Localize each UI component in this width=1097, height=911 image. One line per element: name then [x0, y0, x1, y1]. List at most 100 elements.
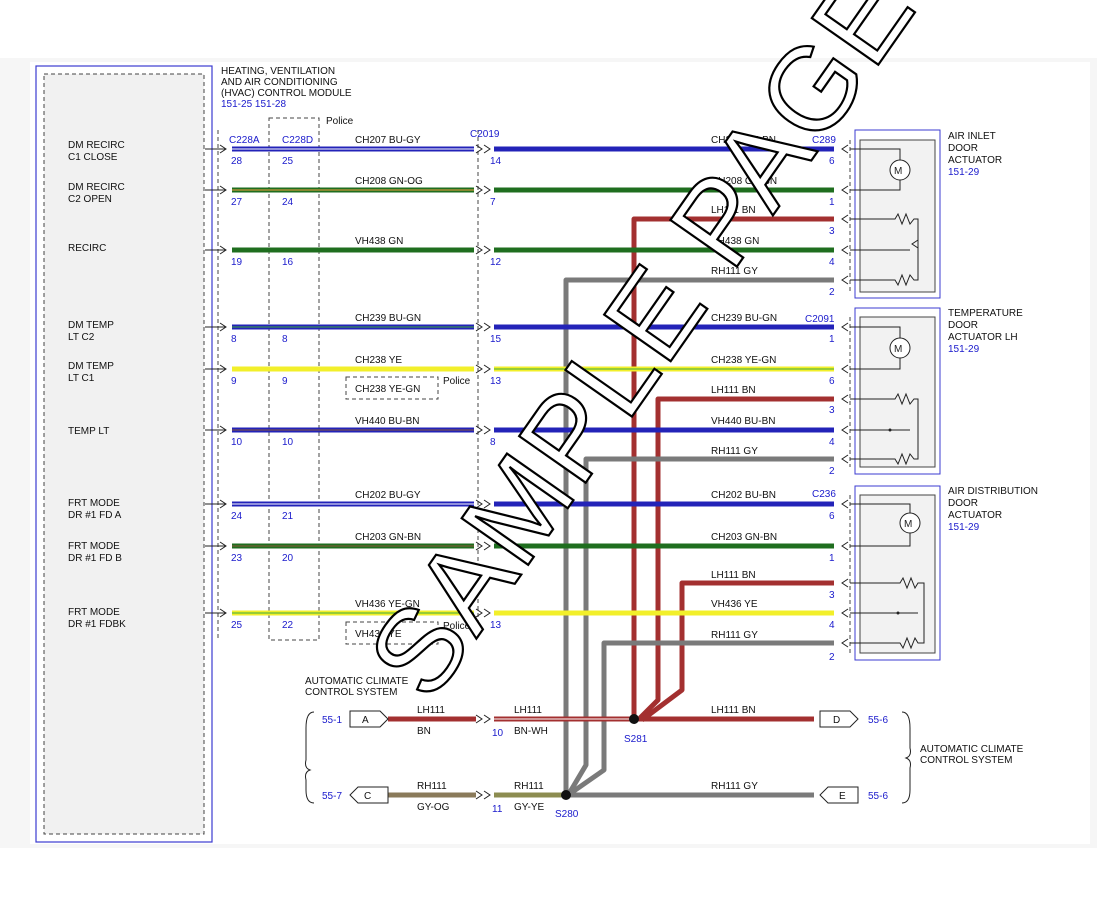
- connector-c2019: C2019: [470, 129, 500, 140]
- svg-text:RH111 GY: RH111 GY: [711, 630, 758, 641]
- svg-text:(HVAC) CONTROL MODULE: (HVAC) CONTROL MODULE: [221, 88, 352, 99]
- svg-text:25: 25: [231, 620, 243, 631]
- tag-e: [819, 786, 859, 804]
- svg-text:6: 6: [829, 511, 835, 522]
- svg-text:4: 4: [829, 620, 835, 631]
- svg-text:DOOR: DOOR: [948, 498, 978, 509]
- svg-text:VH436 YE-GN: VH436 YE-GN: [355, 599, 420, 610]
- svg-text:CH208 GN-BN: CH208 GN-BN: [711, 176, 777, 187]
- c228d-police-box: [268, 117, 320, 641]
- svg-text:6: 6: [829, 156, 835, 167]
- svg-text:22: 22: [282, 620, 294, 631]
- svg-text:DOOR: DOOR: [948, 320, 978, 331]
- svg-text:C: C: [364, 791, 371, 802]
- svg-text:CH238 YE: CH238 YE: [355, 355, 402, 366]
- svg-text:10: 10: [492, 728, 504, 739]
- svg-text:9: 9: [231, 376, 237, 387]
- svg-text:AIR DISTRIBUTION: AIR DISTRIBUTION: [948, 486, 1038, 497]
- svg-text:21: 21: [282, 511, 294, 522]
- svg-text:24: 24: [282, 197, 294, 208]
- svg-text:19: 19: [231, 257, 243, 268]
- rh111-feed-1: [563, 277, 834, 794]
- tag-d: [819, 710, 859, 728]
- svg-text:28: 28: [231, 156, 243, 167]
- svg-text:1: 1: [829, 334, 835, 345]
- connector-c228d: C228D: [282, 135, 313, 146]
- svg-text:2: 2: [490, 511, 496, 522]
- svg-text:VH436 YE: VH436 YE: [355, 629, 402, 640]
- svg-text:E: E: [839, 791, 846, 802]
- svg-text:27: 27: [231, 197, 243, 208]
- svg-text:16: 16: [282, 257, 294, 268]
- svg-text:10: 10: [282, 437, 294, 448]
- svg-text:DM RECIRC: DM RECIRC: [68, 140, 125, 151]
- svg-text:C1 CLOSE: C1 CLOSE: [68, 152, 118, 163]
- svg-text:55-6: 55-6: [868, 791, 888, 802]
- svg-text:CH202 BU-BN: CH202 BU-BN: [711, 490, 776, 501]
- pin-numbers-c2019: 14 7 12 15 13 8 2 13: [490, 156, 502, 631]
- svg-text:M: M: [904, 519, 912, 530]
- svg-text:151-29: 151-29: [948, 344, 980, 355]
- svg-text:FRT MODE: FRT MODE: [68, 607, 120, 618]
- svg-text:AND AIR CONDITIONING: AND AIR CONDITIONING: [221, 77, 338, 88]
- svg-text:4: 4: [829, 437, 835, 448]
- svg-text:10: 10: [231, 437, 243, 448]
- connector-c236: C236: [812, 489, 836, 500]
- module-title: HEATING, VENTILATION AND AIR CONDITIONIN…: [221, 66, 352, 110]
- svg-text:TEMP LT: TEMP LT: [68, 426, 109, 437]
- svg-text:GY-YE: GY-YE: [514, 802, 545, 813]
- svg-text:RH111 GY: RH111 GY: [711, 446, 758, 457]
- svg-text:VH438 GN: VH438 GN: [711, 236, 759, 247]
- temperature-actuator-lh: M TEMPERATURE DOOR ACTUATOR LH 151-29: [849, 307, 1023, 475]
- wires-left-segment: [232, 146, 474, 616]
- svg-text:1: 1: [829, 553, 835, 564]
- hvac-module-box: [35, 65, 213, 843]
- svg-text:BN: BN: [417, 726, 431, 737]
- svg-text:CONTROL SYSTEM: CONTROL SYSTEM: [920, 755, 1012, 766]
- air-distribution-actuator: M AIR DISTRIBUTION DOOR ACTUATOR 151-29: [849, 485, 1038, 661]
- svg-text:DR #1 FDBK: DR #1 FDBK: [68, 619, 126, 630]
- tag-a: [349, 710, 389, 728]
- svg-text:BN-WH: BN-WH: [514, 726, 548, 737]
- svg-text:CH202 BU-GY: CH202 BU-GY: [355, 490, 421, 501]
- svg-text:RH111: RH111: [417, 781, 447, 792]
- wire-labels-right: CH207 BU-BN CH208 GN-BN LH111 BN VH438 G…: [711, 135, 777, 641]
- svg-text:8: 8: [231, 334, 237, 345]
- svg-text:CH239 BU-GN: CH239 BU-GN: [355, 313, 421, 324]
- svg-text:HEATING, VENTILATION: HEATING, VENTILATION: [221, 66, 335, 77]
- svg-text:A: A: [362, 715, 369, 726]
- svg-text:6: 6: [829, 376, 835, 387]
- svg-text:CH238 YE-GN: CH238 YE-GN: [711, 355, 776, 366]
- svg-text:DR #1 FD B: DR #1 FD B: [68, 553, 122, 564]
- lh111-feed-1: [631, 216, 834, 719]
- svg-text:14: 14: [490, 156, 502, 167]
- svg-text:151-25 151-28: 151-25 151-28: [221, 99, 286, 110]
- svg-text:3: 3: [829, 405, 835, 416]
- svg-text:GY-OG: GY-OG: [417, 802, 450, 813]
- svg-text:2: 2: [829, 466, 835, 477]
- svg-text:RH111: RH111: [514, 781, 544, 792]
- svg-text:151-29: 151-29: [948, 167, 980, 178]
- connector-c228a: C228A: [229, 135, 260, 146]
- svg-text:RH111 GY: RH111 GY: [711, 266, 758, 277]
- svg-text:8: 8: [490, 437, 496, 448]
- svg-text:23: 23: [231, 553, 243, 564]
- police-label-top: Police: [326, 116, 354, 127]
- svg-text:25: 25: [282, 156, 294, 167]
- svg-text:FRT MODE: FRT MODE: [68, 498, 120, 509]
- svg-text:3: 3: [829, 226, 835, 237]
- svg-text:13: 13: [490, 620, 502, 631]
- svg-text:LH111 BN: LH111 BN: [711, 205, 756, 216]
- svg-text:ACTUATOR: ACTUATOR: [948, 155, 1002, 166]
- splice-s281: [629, 714, 639, 724]
- svg-text:12: 12: [490, 257, 502, 268]
- wire-labels-left: CH207 BU-GY CH208 GN-OG VH438 GN CH239 B…: [355, 135, 423, 610]
- svg-text:7: 7: [490, 197, 496, 208]
- svg-text:LH111 BN: LH111 BN: [711, 705, 756, 716]
- svg-text:VH440 BU-BN: VH440 BU-BN: [355, 416, 419, 427]
- pin-labels: DM RECIRC C1 CLOSE DM RECIRC C2 OPEN REC…: [68, 140, 126, 630]
- wires-right-segment: [494, 146, 834, 616]
- svg-text:VH440 BU-BN: VH440 BU-BN: [711, 416, 775, 427]
- svg-text:3: 3: [829, 590, 835, 601]
